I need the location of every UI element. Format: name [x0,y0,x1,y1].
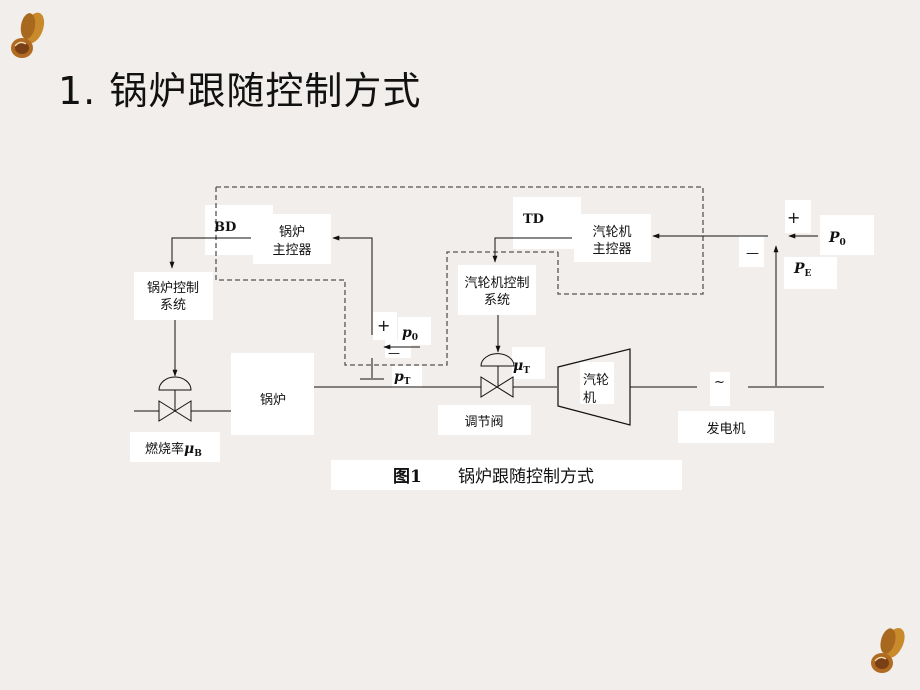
pt-label-bg [392,366,422,388]
boiler-label: 锅炉 [260,392,286,408]
turbine-label-2: 机 [583,391,596,406]
coordination-dashed-boundary [216,186,704,295]
turbine-control-label-2: 系统 [484,293,510,308]
fuel-valve-actuator [158,376,192,391]
pressure-setpoint-label: p0 [402,325,418,343]
boiler-master-label-1: 锅炉 [279,224,305,240]
electric-power-label-bg [784,257,837,289]
fuel-rate-label-bg [130,432,220,462]
control-valve-label: 调节阀 [464,415,503,430]
generator-symbol: ~ [714,375,725,390]
figure-caption: 锅炉跟随控制方式 [458,467,594,487]
bd-signal-line [169,237,251,269]
pressure-error-line [332,235,373,335]
butterfly-icon [11,12,45,58]
power-setpoint-label-bg [820,215,874,255]
generator-label: 发电机 [706,421,745,437]
minus-sign-bg-left [385,340,411,358]
td-label-bg [513,197,581,249]
fuel-rate-label: 燃烧率μB [145,441,202,459]
minus-sign-bg-right [739,236,764,267]
plus-sign-left: + [377,316,390,335]
td-label: TD [523,212,544,227]
turbine-master-controller-box [574,214,651,262]
turbine-control-system-box [458,265,536,315]
turbine-label-bg [580,362,614,404]
generator-label-bg [678,411,774,443]
plus-sign-right: + [787,208,800,227]
control-valve-actuator [480,353,515,367]
pt-tap-line [360,358,384,380]
control-valve-label-bg [438,405,531,435]
boiler-dashed-boundary [215,187,558,366]
valve-opening-label: μT [513,358,530,376]
boiler-control-label-2: 系统 [160,298,186,313]
turbine-shape [557,348,631,426]
control-valve-body [480,376,514,398]
plus-sign-bg-left [373,312,397,340]
electric-power-label: PE [793,261,812,279]
turbine-master-label-2: 主控器 [592,242,631,257]
valve-opening-label-bg [512,347,545,379]
minus-sign-left: — [388,346,400,360]
bd-label: BD [214,220,236,235]
minus-sign-right: — [746,246,759,261]
turbine-label-1: 汽轮 [583,373,609,388]
fuel-valve-body [158,400,192,422]
plus-sign-bg-right [785,200,811,233]
boiler-box [231,353,314,435]
throttle-pressure-label: pT [394,369,411,387]
turbine-master-label-1: 汽轮机 [592,225,631,240]
butterfly-icon [871,628,905,673]
generator-symbol-bg [710,372,730,406]
boiler-control-system-box [134,272,213,320]
boiler-control-label-1: 锅炉控制 [147,280,199,296]
td-signal-line [492,237,572,263]
caption-bg [331,460,682,490]
power-setpoint-label: P0 [828,230,846,248]
slide-title: 1. 锅炉跟随控制方式 [58,69,422,113]
figure-number: 图1 [393,467,422,487]
boiler-master-controller-box [253,214,331,264]
turbine-control-label-1: 汽轮机控制 [464,276,529,291]
boiler-master-label-2: 主控器 [272,243,311,258]
